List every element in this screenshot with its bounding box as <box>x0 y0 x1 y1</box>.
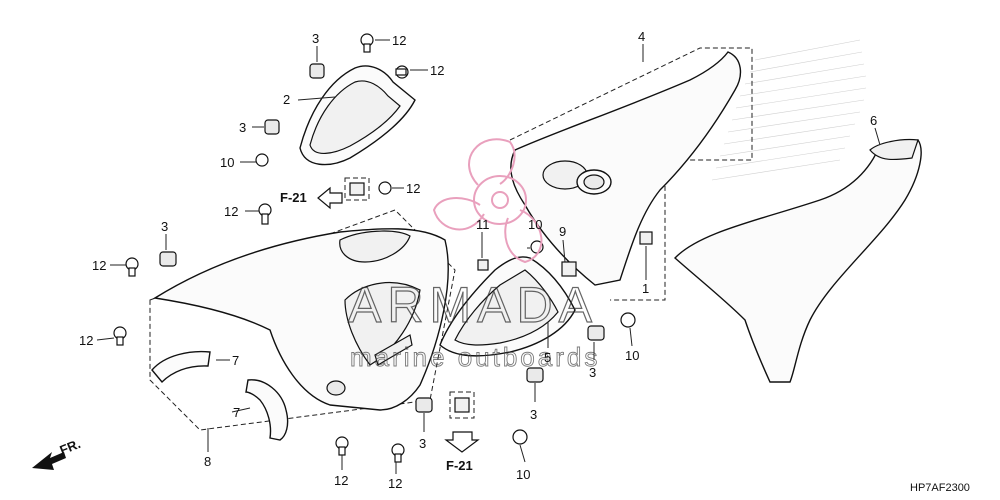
clip-11 <box>477 259 489 271</box>
callout-3: 3 <box>530 407 537 422</box>
callout-12: 12 <box>79 333 93 348</box>
grommet-3-d <box>587 325 605 341</box>
part-8-group <box>149 209 456 431</box>
grommet-3-f <box>415 397 433 413</box>
callout-10: 10 <box>516 467 530 482</box>
reference-f21-bottom: F-21 <box>446 458 473 473</box>
part-7-strips <box>151 350 289 441</box>
callout-11: 11 <box>476 217 490 232</box>
callout-3: 3 <box>239 120 246 135</box>
f21-bottom-arrow <box>444 431 480 453</box>
part-4-group <box>509 47 753 301</box>
grommet-3-c <box>159 251 177 267</box>
part-5-lower-cover <box>439 256 576 357</box>
clip-1 <box>639 231 653 245</box>
f21-left-arrow <box>317 186 343 210</box>
callout-12: 12 <box>430 63 444 78</box>
callout-12: 12 <box>406 181 420 196</box>
wing-logo-watermark <box>711 39 867 181</box>
propeller-watermark <box>432 138 543 264</box>
callout-7: 7 <box>232 353 239 368</box>
callouts: 3 12 12 2 3 10 12 12 3 12 12 7 7 8 4 6 9… <box>79 29 877 491</box>
callout-4: 4 <box>638 29 645 44</box>
callout-3: 3 <box>589 365 596 380</box>
callout-9: 9 <box>559 224 566 239</box>
callout-5: 5 <box>544 350 551 365</box>
callout-6: 6 <box>870 113 877 128</box>
part-2-top-cover <box>299 65 416 166</box>
watermark-tagline: marine outboards <box>350 342 600 372</box>
callout-10: 10 <box>625 348 639 363</box>
grommet-3-b <box>264 119 280 135</box>
callout-12: 12 <box>92 258 106 273</box>
leader-lines <box>96 39 881 474</box>
callout-12: 12 <box>224 204 238 219</box>
clip-9 <box>561 261 577 277</box>
callout-7: 7 <box>233 405 240 420</box>
watermark-brand: ARMADA <box>348 277 598 333</box>
callout-12: 12 <box>392 33 406 48</box>
direction-label: FR. <box>58 436 83 458</box>
diagram-code: HP7AF2300 <box>910 482 970 494</box>
fasteners <box>113 33 653 463</box>
callout-3: 3 <box>312 31 319 46</box>
front-direction-arrow <box>32 452 66 470</box>
callout-10: 10 <box>528 217 542 232</box>
callout-3: 3 <box>419 436 426 451</box>
callout-3: 3 <box>161 219 168 234</box>
callout-10: 10 <box>220 155 234 170</box>
callout-8: 8 <box>204 454 211 469</box>
callout-12: 12 <box>334 473 348 488</box>
callout-1: 1 <box>642 281 649 296</box>
callout-12: 12 <box>388 476 402 491</box>
callout-2: 2 <box>283 92 290 107</box>
grommet-3-a <box>309 63 325 79</box>
reference-f21-left: F-21 <box>280 190 307 205</box>
part-6-right-cover <box>673 138 922 383</box>
grommet-3-e <box>526 367 544 383</box>
